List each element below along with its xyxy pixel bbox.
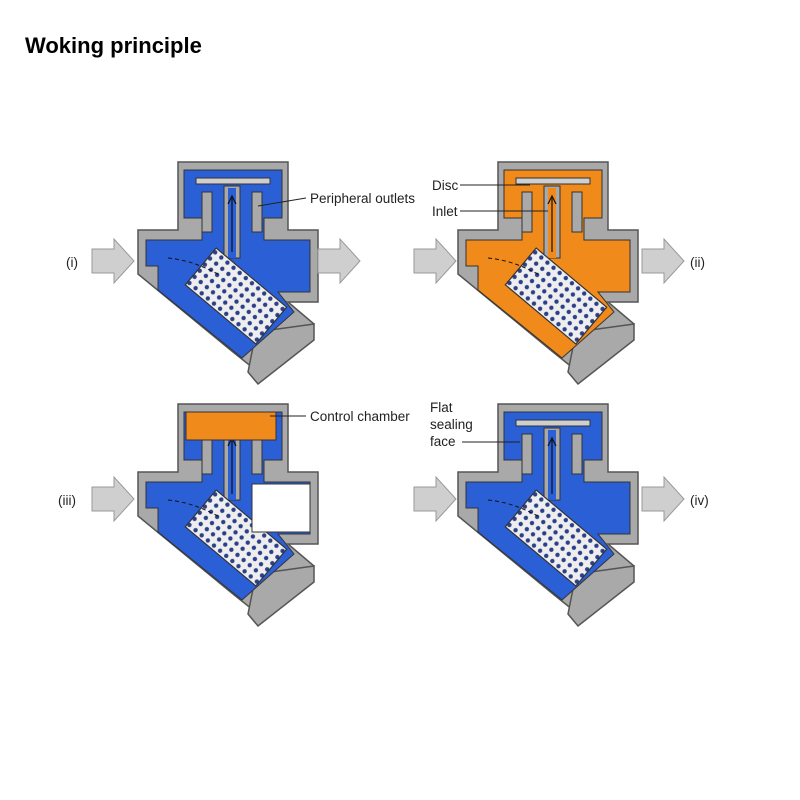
stage-ii: (ii) Disc Inlet [413,161,705,385]
inlet-arrow-i [91,238,135,284]
outlet-arrow-ii [641,238,685,284]
stage-label-iv: (iv) [690,493,709,508]
label-flat-line2: sealing [430,417,473,432]
label-control-chamber: Control chamber [310,409,410,424]
stage-iv: (iv) Flat sealing face [413,400,709,627]
valve-i [137,161,319,385]
control-chamber-steam [185,411,277,441]
label-peripheral-outlets: Peripheral outlets [310,191,415,206]
label-disc: Disc [432,178,458,193]
valve-ii [457,161,639,385]
label-flat-line1: Flat [430,400,453,415]
label-flat-line3: face [430,434,456,449]
label-inlet: Inlet [432,204,458,219]
stage-label-iii: (iii) [58,493,76,508]
leader-peripheral-outlets [257,197,307,207]
stage-iii: (iii) Control chamber [58,403,410,627]
outlet-arrow-iv [641,476,685,522]
outlet-empty [251,483,311,533]
valve-iv [457,403,639,627]
inlet-arrow-ii [413,238,457,284]
inlet-arrow-iii [91,476,135,522]
outlet-arrow-i [317,238,361,284]
stage-label-i: (i) [66,255,78,270]
page-title: Woking principle [25,33,202,58]
stage-i: (i) Peripheral outlets [66,161,415,385]
stage-label-ii: (ii) [690,255,705,270]
inlet-arrow-iv [413,476,457,522]
